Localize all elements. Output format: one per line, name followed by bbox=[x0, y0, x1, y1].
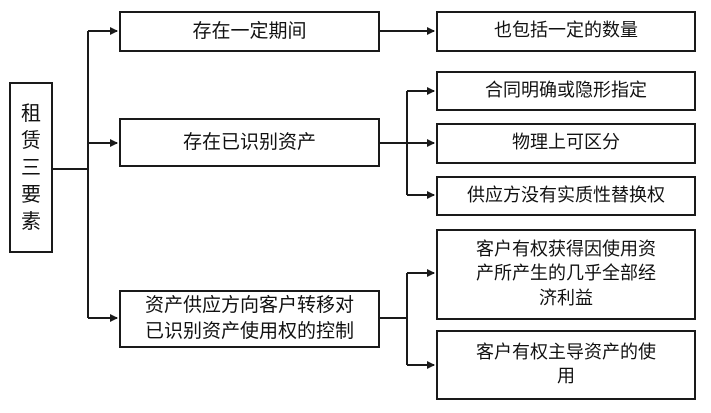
node-label-line: 已识别资产使用权的控制 bbox=[144, 320, 354, 342]
node-control-transfer: 资产供应方向客户转移对 已识别资产使用权的控制 bbox=[119, 290, 380, 348]
root-char: 素 bbox=[21, 209, 41, 233]
node-includes-quantity: 也包括一定的数量 bbox=[436, 11, 696, 52]
node-no-substitution-right: 供应方没有实质性替换权 bbox=[436, 176, 696, 216]
node-label: 供应方没有实质性替换权 bbox=[467, 184, 665, 206]
node-economic-benefits: 客户有权获得因使用资 产所产生的几乎全部经 济利益 bbox=[436, 229, 696, 320]
node-direct-use: 客户有权主导资产的使 用 bbox=[436, 330, 696, 400]
node-explicit-or-implicit: 合同明确或隐形指定 bbox=[436, 71, 696, 111]
node-physically-distinct: 物理上可区分 bbox=[436, 123, 696, 164]
node-period: 存在一定期间 bbox=[119, 11, 380, 52]
node-label: 合同明确或隐形指定 bbox=[485, 79, 647, 101]
node-label: 也包括一定的数量 bbox=[494, 20, 638, 42]
node-identified-asset: 存在已识别资产 bbox=[119, 118, 380, 167]
root-node-lease-elements: 租 赁 三 要 素 bbox=[9, 82, 53, 253]
node-label-line: 客户有权主导资产的使 bbox=[476, 341, 656, 363]
node-label: 存在一定期间 bbox=[192, 19, 307, 42]
node-label-line: 济利益 bbox=[539, 287, 593, 309]
node-label-line: 产所产生的几乎全部经 bbox=[476, 263, 656, 285]
node-label: 存在已识别资产 bbox=[182, 130, 316, 153]
node-label: 物理上可区分 bbox=[512, 132, 620, 154]
root-char: 要 bbox=[21, 182, 41, 206]
node-label-line: 资产供应方向客户转移对 bbox=[144, 294, 354, 317]
root-char: 赁 bbox=[21, 128, 41, 152]
root-char: 租 bbox=[21, 101, 41, 125]
node-label-line: 客户有权获得因使用资 bbox=[476, 239, 656, 261]
root-char: 三 bbox=[21, 155, 41, 179]
node-label-line: 用 bbox=[557, 366, 575, 387]
